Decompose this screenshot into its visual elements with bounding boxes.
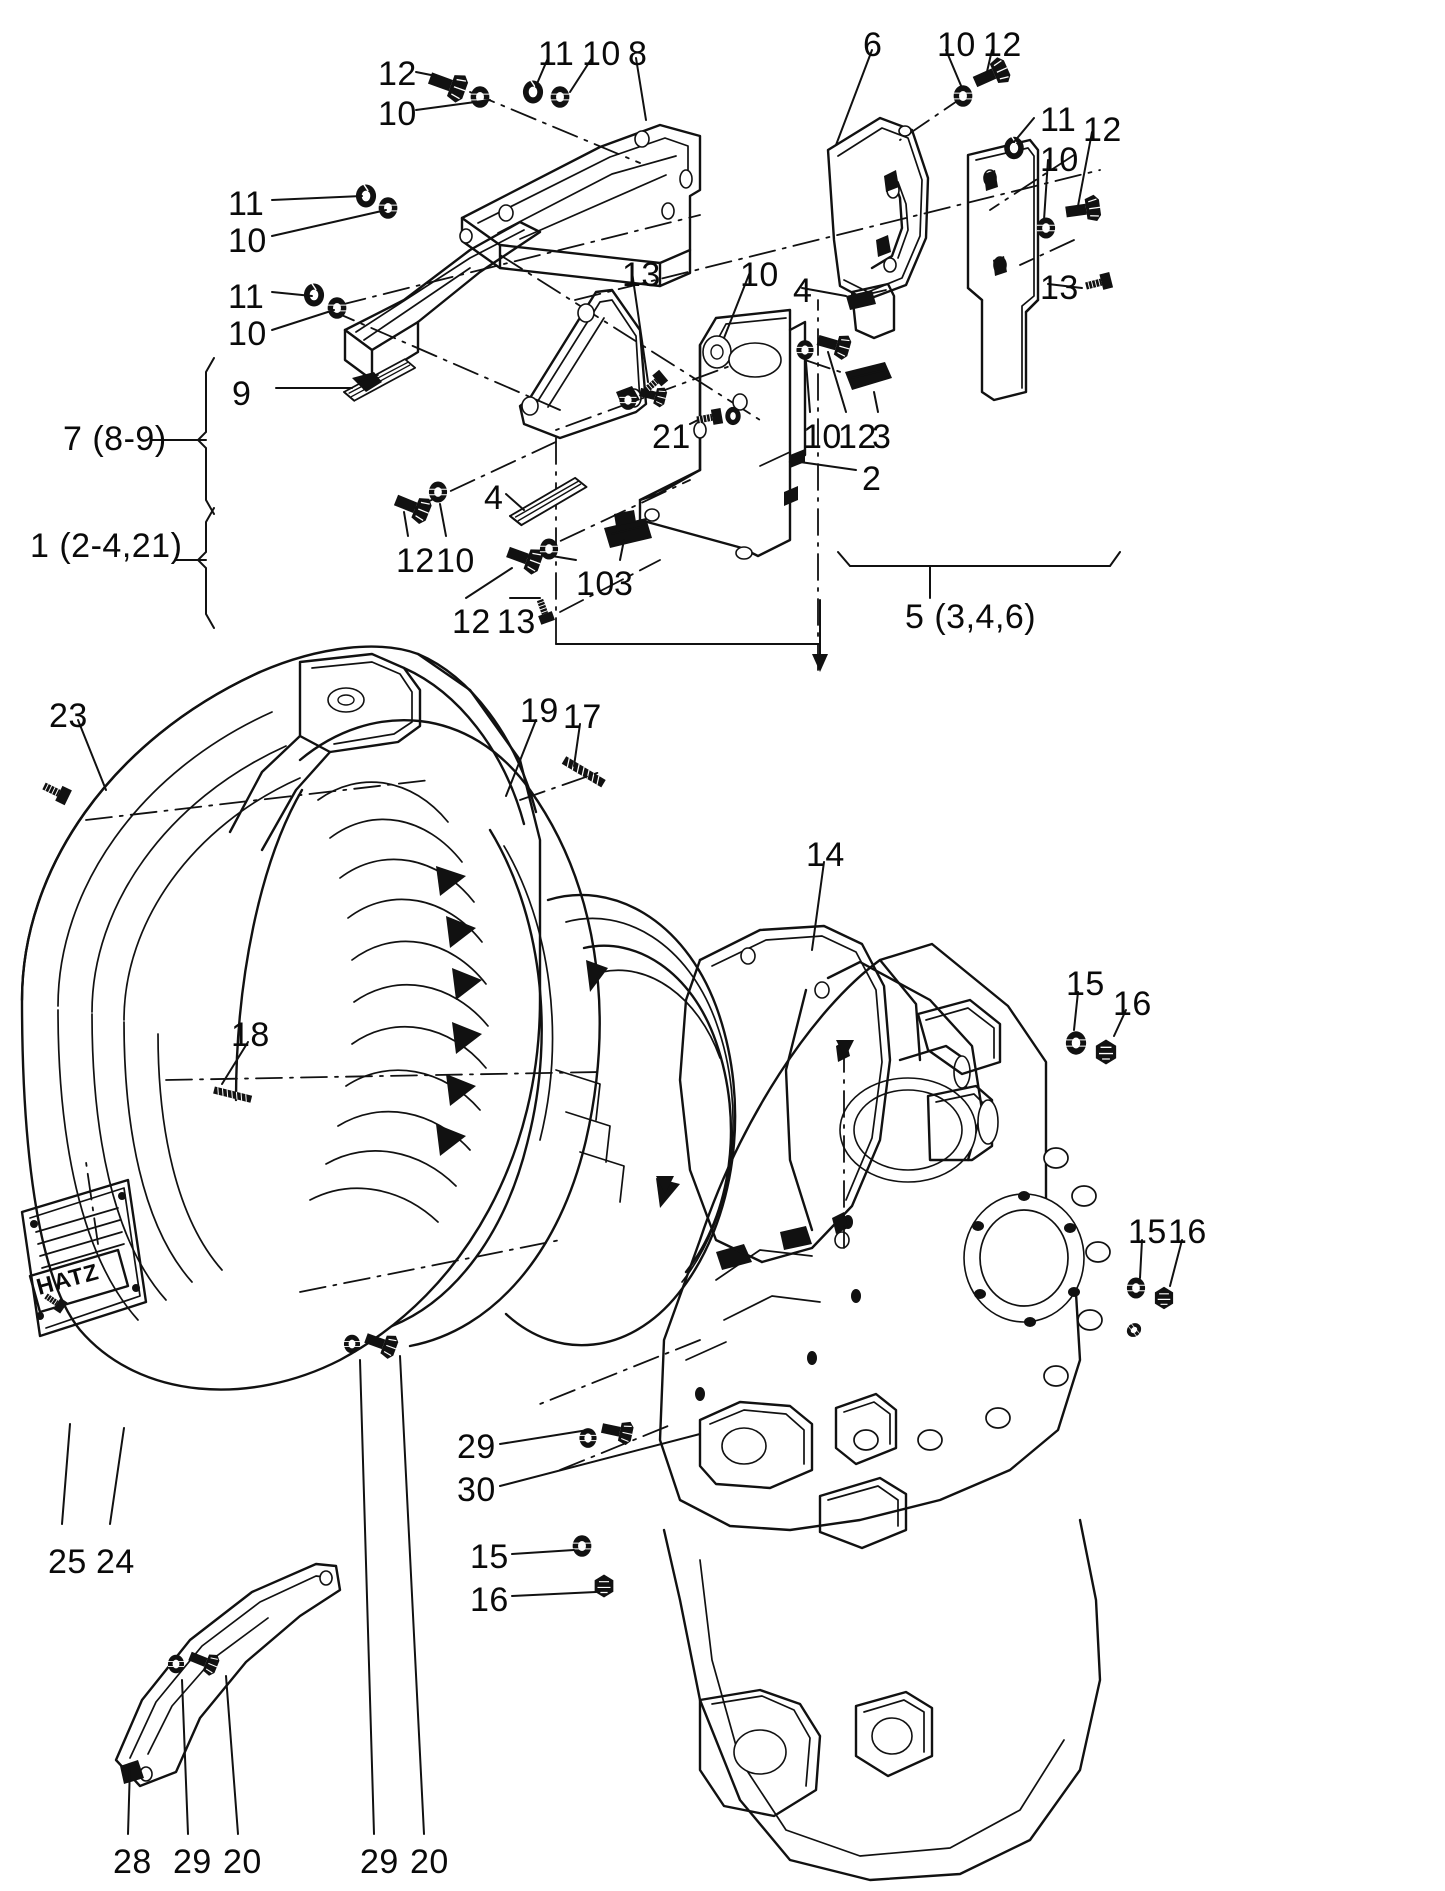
centre-lines-lower	[85, 771, 845, 1471]
part-callout-13: 13	[497, 603, 536, 641]
part-callout-10: 10	[576, 565, 615, 603]
part-9-arm-support	[338, 220, 542, 404]
part-callout-19: 19	[520, 692, 559, 730]
part-callout-11: 11	[538, 35, 575, 73]
leader-lines-top	[271, 49, 1093, 599]
assembly-group-label-grp-5: 5 (3,4,6)	[905, 598, 1037, 636]
fan-drum	[234, 718, 601, 1348]
hardware-29-20-left	[167, 1645, 222, 1678]
part-callout-10: 10	[740, 256, 779, 294]
part-callout-10: 10	[803, 418, 842, 456]
part-callout-15: 15	[1066, 965, 1105, 1003]
part-callout-12: 12	[1083, 111, 1122, 149]
part-callout-21: 21	[652, 418, 691, 456]
crankcase-block	[658, 942, 1111, 1882]
group-bracket-7	[151, 357, 215, 515]
part-callout-12: 12	[983, 26, 1022, 64]
part-callout-12: 12	[396, 542, 435, 580]
part-2-main-plate	[638, 308, 807, 560]
part-callout-17: 17	[563, 698, 602, 736]
part-callout-18: 18	[231, 1016, 270, 1054]
part-callout-20: 20	[410, 1843, 449, 1881]
part-callout-29: 29	[457, 1428, 496, 1466]
upper-exploded-assembly	[151, 49, 1121, 672]
part-6-bracket-right	[846, 282, 896, 340]
leader-lines-lower	[61, 719, 1183, 1835]
part-callout-10: 10	[436, 542, 475, 580]
part-callout-28: 28	[113, 1843, 152, 1881]
assembly-flow-arrow	[555, 599, 828, 672]
part-6-cover	[826, 116, 930, 302]
part-callout-4: 4	[484, 479, 504, 517]
part-callout-15: 15	[1128, 1213, 1167, 1251]
part-callout-11: 11	[228, 185, 265, 223]
hardware-12-10-bottom-left	[390, 481, 448, 527]
part-4-strip-left	[503, 474, 593, 529]
part-callout-8: 8	[628, 35, 648, 73]
part-callout-12: 12	[452, 603, 491, 641]
part-callout-6: 6	[863, 26, 883, 64]
blower-housing	[20, 645, 542, 1391]
part-callout-9: 9	[232, 375, 252, 413]
part-callout-15: 15	[470, 1538, 509, 1576]
part-callout-23: 23	[49, 697, 88, 735]
group-bracket-1	[175, 507, 215, 629]
part-callout-10: 10	[582, 35, 621, 73]
part-callout-13: 13	[1040, 269, 1079, 307]
part-callout-11: 11	[228, 278, 265, 316]
hardware-11-10-left-a	[355, 183, 398, 220]
part-callout-2: 2	[862, 460, 882, 498]
part-callout-3: 3	[614, 565, 634, 603]
part-callout-10: 10	[378, 95, 417, 133]
part-callout-11: 11	[1040, 101, 1077, 139]
part-callout-4: 4	[793, 272, 813, 310]
part-callout-16: 16	[470, 1581, 509, 1619]
hardware-18-stud	[212, 1085, 253, 1104]
part-callout-25: 25	[48, 1543, 87, 1581]
part-callout-12: 12	[378, 55, 417, 93]
part-callout-16: 16	[1113, 985, 1152, 1023]
part-callout-30: 30	[457, 1471, 496, 1509]
group-bracket-5	[837, 551, 1121, 599]
assembly-group-label-grp-7: 7 (8-9)	[63, 420, 167, 458]
part-callout-16: 16	[1168, 1213, 1207, 1251]
hardware-11-10-top-center	[522, 79, 570, 109]
part-callout-10: 10	[1040, 141, 1079, 179]
part-callout-10: 10	[937, 26, 976, 64]
part-callout-3: 3	[872, 418, 892, 456]
lower-engine-housing-assembly	[20, 645, 1183, 1882]
part-8-bracket	[459, 123, 702, 288]
part-callout-12: 12	[838, 418, 877, 456]
hardware-15-16-bottom-center	[572, 1534, 614, 1599]
part-3-clip-left	[604, 510, 652, 548]
part-callout-10: 10	[228, 222, 267, 260]
part-5-side-shield	[966, 138, 1040, 402]
hardware-15-16-right-bottom	[1123, 1277, 1174, 1341]
hardware-29-20-right	[343, 1325, 401, 1361]
part-callout-29: 29	[360, 1843, 399, 1881]
part-callout-20: 20	[223, 1843, 262, 1881]
part-callout-24: 24	[96, 1543, 135, 1581]
part-callout-13: 13	[622, 256, 661, 294]
hardware-23-screw	[39, 778, 73, 806]
part-4-strip-right	[845, 362, 892, 390]
part-callout-14: 14	[806, 836, 845, 874]
triangular-web-bracket	[518, 288, 648, 440]
centre-lines	[329, 91, 1101, 671]
hardware-15-16-right-top	[1065, 1030, 1117, 1066]
part-24-nameplate	[20, 1178, 148, 1338]
part-28-air-deflector	[114, 1562, 342, 1788]
part-callout-10: 10	[228, 315, 267, 353]
assembly-group-label-grp-1: 1 (2-4,21)	[30, 527, 183, 565]
part-callout-29: 29	[173, 1843, 212, 1881]
